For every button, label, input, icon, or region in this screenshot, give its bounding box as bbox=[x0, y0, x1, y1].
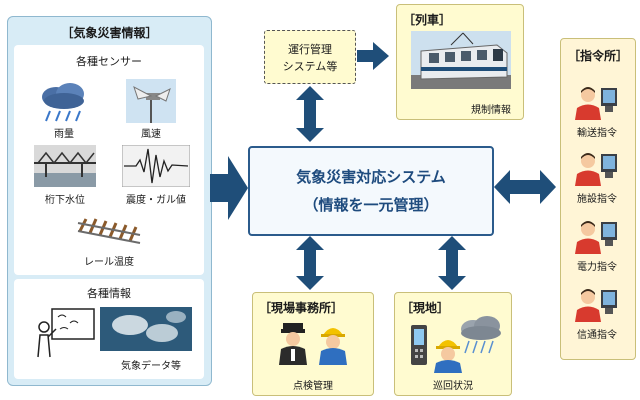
rain-cloud-icon bbox=[42, 83, 84, 122]
core-system-box: 気象災害対応システム （情報を一元管理） bbox=[248, 146, 494, 236]
patrol-worker-icon bbox=[434, 340, 462, 373]
train-box: ［列車］ 規制情報 bbox=[396, 4, 524, 120]
field-office-title: ［現場事務所］ bbox=[259, 301, 344, 315]
rain-cloud-site-icon bbox=[461, 316, 501, 354]
seismograph-icon bbox=[122, 145, 190, 187]
sensors-title: 各種センサー bbox=[76, 55, 142, 68]
station-staff-icon bbox=[279, 323, 307, 365]
train-title: ［列車］ bbox=[403, 13, 452, 27]
command-title: ［指令所］ bbox=[567, 49, 628, 63]
handheld-device-icon bbox=[411, 325, 427, 365]
operation-line2: システム等 bbox=[282, 60, 338, 73]
command-item-label: 輸送指令 bbox=[577, 128, 617, 139]
train-caption: 規制情報 bbox=[471, 105, 511, 116]
operator-icon bbox=[575, 289, 617, 322]
operation-line1: 運行管理 bbox=[288, 43, 332, 56]
field-office-caption: 点検管理 bbox=[293, 381, 333, 392]
train-icon bbox=[411, 31, 511, 89]
weather-disaster-title: ［気象災害情報］ bbox=[61, 26, 158, 40]
core-line1: 気象災害対応システム bbox=[296, 168, 446, 186]
arrow-core-site bbox=[438, 236, 466, 290]
sensor-label-wind-speed: 風速 bbox=[141, 129, 161, 140]
rail-icon bbox=[77, 218, 141, 244]
site-title: ［現地］ bbox=[401, 301, 450, 315]
sensors-box: 各種センサー 雨量 風速 桁 bbox=[14, 45, 204, 275]
arrow-operation-to-train bbox=[357, 42, 389, 70]
operation-management-box: 運行管理 システム等 bbox=[264, 30, 356, 84]
arrow-operation-core bbox=[296, 86, 324, 142]
info-label-weather-data: 気象データ等 bbox=[121, 361, 181, 372]
arrow-core-command bbox=[494, 170, 556, 204]
command-item-label: 信通指令 bbox=[577, 330, 617, 341]
operator-icon bbox=[575, 87, 617, 120]
arrow-core-field-office bbox=[296, 236, 324, 290]
operator-icon bbox=[575, 153, 617, 186]
sensor-label-seismic: 震度・ガル値 bbox=[126, 195, 186, 206]
site-box: ［現地］ 巡回状況 bbox=[394, 292, 512, 396]
sensor-label-water-level: 桁下水位 bbox=[45, 195, 85, 206]
satellite-weather-icon bbox=[100, 307, 192, 351]
field-office-box: ［現場事務所］ 点検管理 bbox=[252, 292, 374, 396]
sensor-label-rail-temp: レール温度 bbox=[84, 257, 134, 268]
command-item-label: 施設指令 bbox=[577, 194, 617, 205]
core-line2: （情報を一元管理） bbox=[303, 196, 439, 214]
arrow-weather-to-core bbox=[210, 156, 248, 220]
sensor-label-rainfall: 雨量 bbox=[54, 129, 74, 140]
info-title: 各種情報 bbox=[87, 287, 131, 300]
site-caption: 巡回状況 bbox=[433, 381, 473, 392]
command-center-box: ［指令所］ bbox=[560, 38, 636, 360]
command-item-label: 電力指令 bbox=[577, 262, 617, 273]
worker-icon bbox=[319, 328, 347, 365]
presenter-icon bbox=[37, 308, 95, 358]
anemometer-icon bbox=[126, 79, 176, 123]
operator-icon bbox=[575, 221, 617, 254]
weather-disaster-panel: ［気象災害情報］ 各種センサー 雨量 風速 bbox=[7, 16, 212, 386]
info-box: 各種情報 気象データ等 bbox=[14, 279, 204, 379]
bridge-icon bbox=[34, 145, 96, 187]
